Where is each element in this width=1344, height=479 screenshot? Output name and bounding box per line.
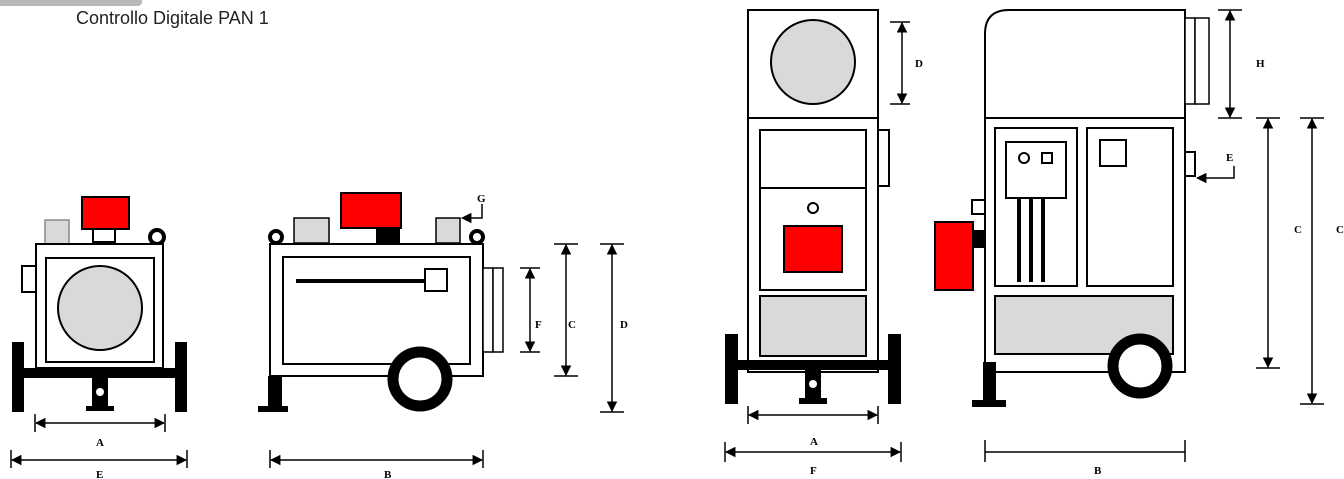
large-side-access-window xyxy=(1099,139,1127,167)
large-side-label-C: C xyxy=(1294,224,1302,236)
large-side-small-box xyxy=(971,199,986,215)
large-side-burner-mount xyxy=(973,230,985,248)
large-side-cable-1 xyxy=(1017,198,1021,282)
small-side-label-C: C xyxy=(568,319,576,331)
small-front-lifting-ring xyxy=(148,228,166,246)
large-front-indicator xyxy=(807,202,819,214)
large-front-red-panel xyxy=(783,225,843,273)
small-side-dim-G xyxy=(460,204,483,224)
small-side-foot-plate xyxy=(258,406,288,412)
large-side-outlet-outer xyxy=(1184,17,1196,105)
large-front-label-A: A xyxy=(810,436,818,448)
large-side-red-burner xyxy=(934,221,974,291)
small-front-right-foot xyxy=(175,342,187,412)
small-side-top-box-left xyxy=(293,217,330,244)
small-side-outlet-inner xyxy=(492,267,504,353)
large-side-label-H: H xyxy=(1256,58,1265,70)
small-front-top-box xyxy=(44,219,70,245)
small-side-label-F: F xyxy=(535,319,542,331)
small-side-wheel xyxy=(387,346,453,412)
small-side-outlet-outer xyxy=(482,267,494,353)
small-front-tow-hole xyxy=(96,388,104,396)
large-front-tow-plate xyxy=(799,398,827,404)
large-front-lower-panel xyxy=(759,295,867,357)
large-front-tow-hole xyxy=(809,380,817,388)
small-front-base-bar xyxy=(22,368,178,378)
large-side-dim-E xyxy=(1195,166,1235,184)
large-front-label-F: F xyxy=(810,465,817,477)
large-side-cable-3 xyxy=(1041,198,1045,282)
small-unit-side-view: G F C D B xyxy=(258,192,628,479)
small-side-red-panel-base xyxy=(376,228,400,243)
small-front-fan-circle xyxy=(57,265,143,351)
small-side-label-B: B xyxy=(384,469,392,479)
large-side-top-housing xyxy=(984,9,1186,119)
large-side-foot-plate xyxy=(972,400,1006,407)
large-side-controller-box xyxy=(1005,141,1067,199)
small-front-tow-plate xyxy=(86,406,114,411)
small-front-red-panel-base xyxy=(92,228,116,243)
large-side-foot xyxy=(983,362,996,404)
large-side-controller-button xyxy=(1041,152,1053,164)
large-side-label-E: E xyxy=(1226,152,1233,164)
page-title: Controllo Digitale PAN 1 xyxy=(76,8,269,28)
small-side-handle-box xyxy=(424,268,448,292)
small-front-left-foot xyxy=(12,342,24,412)
large-front-fan-circle xyxy=(770,19,856,105)
large-side-label-B: B xyxy=(1094,465,1102,477)
small-front-red-panel xyxy=(81,196,130,230)
large-side-cable-2 xyxy=(1029,198,1033,282)
small-unit-front-view: A E xyxy=(10,196,188,479)
large-front-side-box xyxy=(877,129,890,187)
small-side-foot xyxy=(268,376,282,408)
large-unit-side-view: E H C C B xyxy=(934,9,1344,477)
large-side-side-box xyxy=(1184,151,1196,177)
small-front-label-E: E xyxy=(96,469,103,479)
small-side-label-D: D xyxy=(620,319,628,331)
large-side-wheel xyxy=(1107,333,1173,399)
small-front-label-A: A xyxy=(96,437,104,449)
header-tab-strip xyxy=(0,0,142,6)
small-side-label-G: G xyxy=(477,193,486,205)
large-side-controller-knob xyxy=(1018,152,1030,164)
large-side-outlet-inner xyxy=(1194,17,1210,105)
large-front-right-foot xyxy=(888,334,901,404)
large-front-left-foot xyxy=(725,334,738,404)
large-front-base-bar xyxy=(736,360,890,370)
small-side-top-box-right xyxy=(435,217,461,244)
small-side-ring-right xyxy=(469,229,485,245)
large-unit-front-view: D A F xyxy=(724,9,923,477)
small-side-ring-left xyxy=(268,229,284,245)
large-front-label-D: D xyxy=(915,58,923,70)
large-side-label-C-outer: C xyxy=(1336,224,1344,236)
small-front-side-box xyxy=(21,265,37,293)
small-side-red-panel xyxy=(340,192,402,229)
large-front-upper-panel xyxy=(759,129,867,189)
